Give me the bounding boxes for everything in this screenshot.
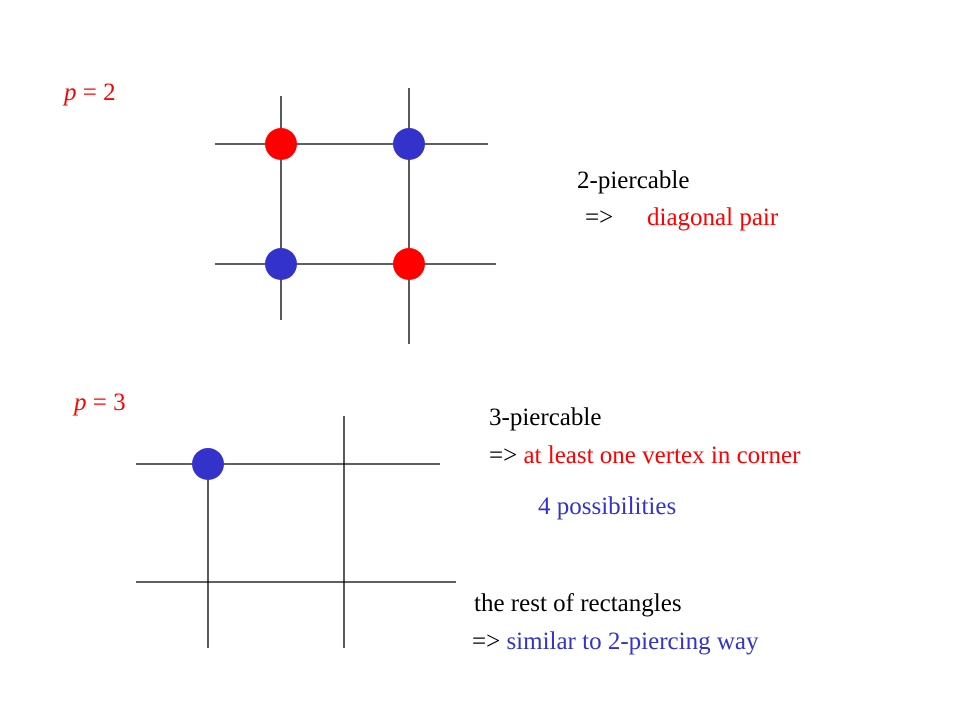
label-p2: p = 2 [64, 78, 116, 108]
vertex-blue [265, 248, 297, 280]
line-similar-way: => similar to 2-piercing way [472, 627, 758, 657]
p-variable: p [64, 79, 77, 106]
p-variable: p [74, 389, 87, 416]
heading-2-piercable: 2-piercable [577, 167, 690, 194]
grid-p3 [136, 416, 456, 648]
line-at-least-one-vertex: => at least one vertex in corner [489, 441, 800, 471]
vertex-blue [192, 448, 224, 480]
result-corner-vertex: at least one vertex in corner [523, 442, 801, 469]
heading-3-piercable: 3-piercable [489, 404, 602, 431]
arrow-2-piercable: => [585, 204, 614, 231]
vertex-red [265, 128, 297, 160]
label-p3: p = 3 [74, 388, 126, 418]
vertex-blue [393, 128, 425, 160]
possibilities-count: 4 possibilities [538, 493, 677, 520]
heading-rest-of-rectangles: the rest of rectangles [474, 590, 682, 617]
p-value: = 3 [86, 389, 126, 416]
grid-p2 [215, 88, 496, 344]
p-value: = 2 [76, 79, 116, 106]
result-diagonal-pair: diagonal pair [647, 204, 779, 231]
vertex-red [393, 248, 425, 280]
arrow: => [489, 442, 524, 469]
result-similar-way: similar to 2-piercing way [506, 628, 759, 655]
arrow: => [472, 628, 507, 655]
